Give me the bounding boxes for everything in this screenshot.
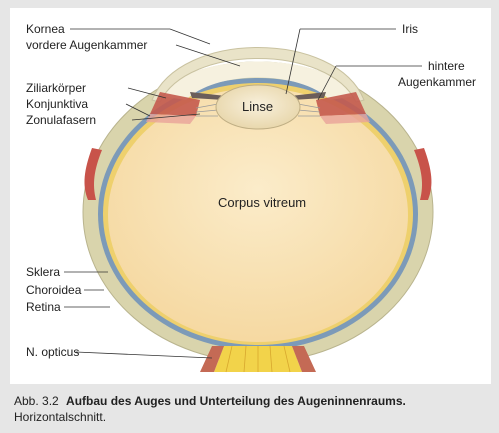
label-n-opticus: N. opticus	[26, 345, 79, 359]
label-zonulafasern: Zonulafasern	[26, 113, 96, 127]
label-sklera: Sklera	[26, 265, 60, 279]
label-choroidea: Choroidea	[26, 283, 81, 297]
label-hintere-augenkammer-line2: Augenkammer	[398, 75, 476, 89]
label-kornea: Kornea	[26, 22, 65, 36]
label-konjunktiva: Konjunktiva	[26, 97, 88, 111]
caption-subtitle: Horizontalschnitt.	[14, 410, 106, 424]
label-vordere-augenkammer: vordere Augenkammer	[26, 38, 147, 52]
label-retina: Retina	[26, 300, 61, 314]
label-linse: Linse	[242, 100, 273, 114]
label-corpus-vitreum: Corpus vitreum	[218, 196, 306, 210]
caption-figure-number: Abb. 3.2	[14, 394, 59, 408]
label-iris: Iris	[402, 22, 418, 36]
label-hintere-augenkammer-line1: hintere	[428, 59, 465, 73]
figure-caption: Abb. 3.2 Aufbau des Auges und Unterteilu…	[14, 393, 489, 425]
label-ziliarkoerper: Ziliarkörper	[26, 81, 86, 95]
caption-title: Aufbau des Auges und Unterteilung des Au…	[66, 394, 406, 408]
